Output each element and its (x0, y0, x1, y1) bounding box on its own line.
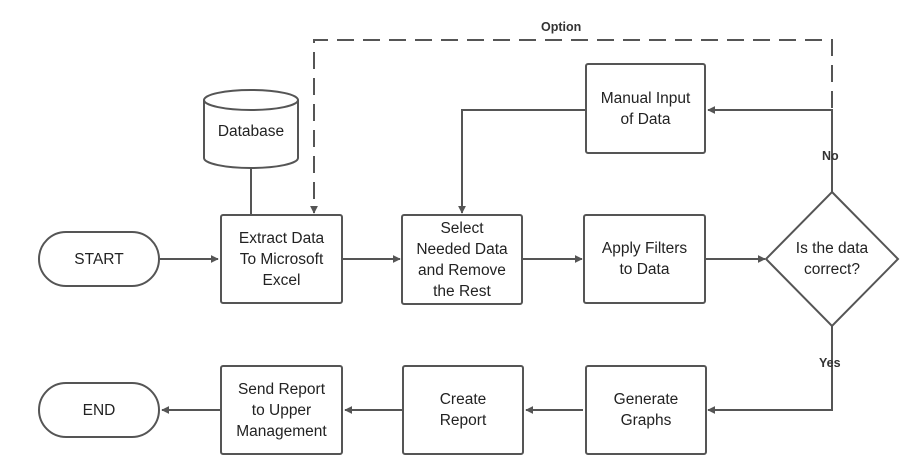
send-report-box: Send Report to Upper Management (220, 365, 343, 455)
decision-label: Is the data correct? (795, 240, 869, 278)
start-terminator: START (38, 231, 160, 287)
extract-data-label: Extract Data To Microsoft Excel (238, 229, 325, 289)
database-label: Database (217, 122, 285, 140)
generate-graphs-label: Generate Graphs (613, 391, 679, 429)
edge-option-dashed (310, 39, 833, 214)
option-edge-label: Option (541, 20, 582, 34)
edge-manual-select (458, 109, 585, 214)
generate-graphs-box: Generate Graphs (585, 365, 707, 455)
edge-decision-manual (707, 106, 833, 192)
end-label: END (82, 401, 116, 419)
create-report-box: Create Report (402, 365, 524, 455)
yes-edge-label: Yes (819, 356, 841, 370)
apply-filters-label: Apply Filters to Data (601, 240, 688, 278)
no-edge-label: No (822, 149, 839, 163)
decision-diamond (764, 190, 900, 328)
start-label: START (74, 250, 124, 268)
select-data-box: Select Needed Data and Remove the Rest (401, 214, 523, 305)
send-report-label: Send Report to Upper Management (236, 380, 327, 440)
create-report-label: Create Report (439, 391, 487, 429)
edge-decision-graphs (707, 326, 833, 414)
manual-input-label: Manual Input of Data (600, 89, 691, 128)
manual-input-box: Manual Input of Data (585, 63, 706, 154)
extract-data-box: Extract Data To Microsoft Excel (220, 214, 343, 304)
apply-filters-box: Apply Filters to Data (583, 214, 706, 304)
select-data-label: Select Needed Data and Remove the Rest (416, 219, 508, 300)
end-terminator: END (38, 382, 160, 438)
